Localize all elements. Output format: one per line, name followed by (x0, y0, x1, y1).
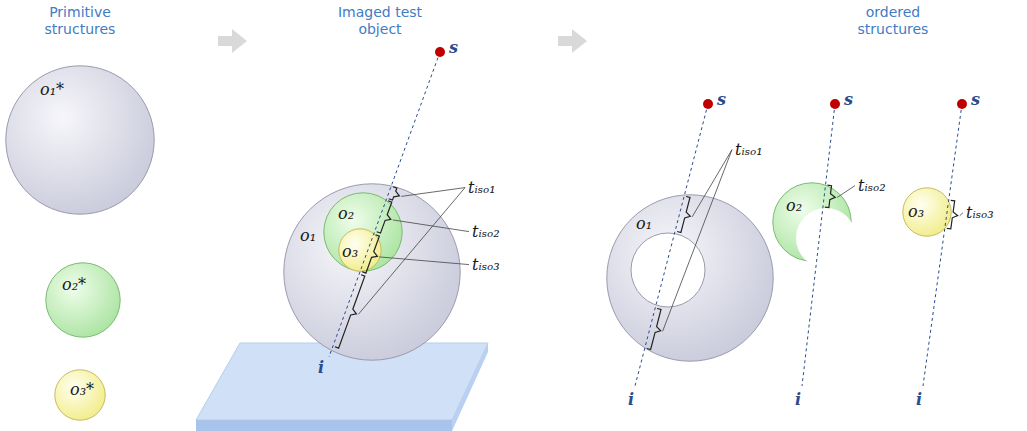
structure-shape (45, 262, 121, 338)
detector-label: i (916, 390, 922, 409)
structure-node: o₂ o₃ (323, 192, 403, 272)
thickness-bracket (389, 187, 400, 200)
panel-heading: Imaged test object (325, 4, 435, 38)
thickness-bracket (647, 309, 661, 350)
structure-shape (606, 194, 774, 362)
flow-chevron (218, 29, 247, 53)
structure-node: o₁* (5, 65, 155, 215)
structure-node: o₁ o₂ o₃ (283, 183, 461, 361)
source-dot (957, 99, 967, 109)
structure-label: o₃* (70, 380, 94, 399)
source-label: s (844, 90, 853, 109)
detector-plane-edge (196, 420, 452, 431)
thickness-bracket (377, 201, 392, 233)
detector-label: i (628, 390, 634, 409)
leader-line (401, 188, 465, 197)
detector-label: i (318, 358, 324, 377)
structure-node: o₂* (45, 262, 121, 338)
structure-label: o₂ (338, 204, 354, 223)
structure-label: o₂* (62, 275, 86, 294)
source-label: s (449, 38, 458, 57)
structure-label: o₃ (908, 202, 924, 221)
structure-node: o₃* (54, 369, 106, 421)
source-label: s (971, 90, 980, 109)
panel-heading: ordered structures (838, 4, 948, 38)
thickness-bracket (335, 275, 365, 348)
thickness-bracket (947, 200, 958, 229)
structure-node: o₂ (772, 182, 852, 262)
structure-label: o₁ (636, 214, 652, 233)
thickness-label: tᵢₛₒ₂ (472, 222, 500, 241)
structure-shape (5, 65, 155, 215)
leader-line (393, 220, 469, 232)
ray-line (802, 104, 835, 386)
leader-line (358, 188, 465, 315)
source-label: s (717, 90, 726, 109)
leader-line (837, 186, 855, 198)
structure-label: o₁* (40, 80, 64, 99)
flow-chevron (558, 29, 587, 53)
ray-line (329, 52, 440, 357)
structure-node: o₃ (902, 187, 952, 237)
thickness-bracket (825, 185, 835, 208)
ray-line (923, 104, 962, 386)
structure-label: o₁ (300, 226, 316, 245)
leader-line (663, 150, 732, 332)
structure-shape (772, 182, 852, 262)
source-dot (703, 99, 713, 109)
source-dot (830, 99, 840, 109)
thickness-label: tᵢₛₒ₁ (468, 178, 496, 197)
thickness-bracket (362, 235, 379, 273)
source-dot (435, 47, 445, 57)
ray-line (635, 104, 708, 386)
leader-line (379, 257, 469, 265)
thickness-bracket (677, 197, 690, 233)
leader-line (692, 150, 732, 217)
thickness-label: tᵢₛₒ₃ (472, 255, 500, 274)
structure-node: o₁ (606, 194, 774, 362)
thickness-label: tᵢₛₒ₂ (858, 176, 886, 195)
panel-heading: Primitive structures (25, 4, 135, 38)
structure-node: o₃ (338, 228, 382, 272)
thickness-label: tᵢₛₒ₃ (966, 203, 994, 222)
detector-label: i (795, 390, 801, 409)
thickness-label: tᵢₛₒ₁ (735, 140, 763, 159)
structure-label: o₂ (786, 196, 802, 215)
detector-plane-side (452, 343, 488, 431)
leader-line (960, 213, 963, 216)
structure-label: o₃ (342, 242, 358, 261)
